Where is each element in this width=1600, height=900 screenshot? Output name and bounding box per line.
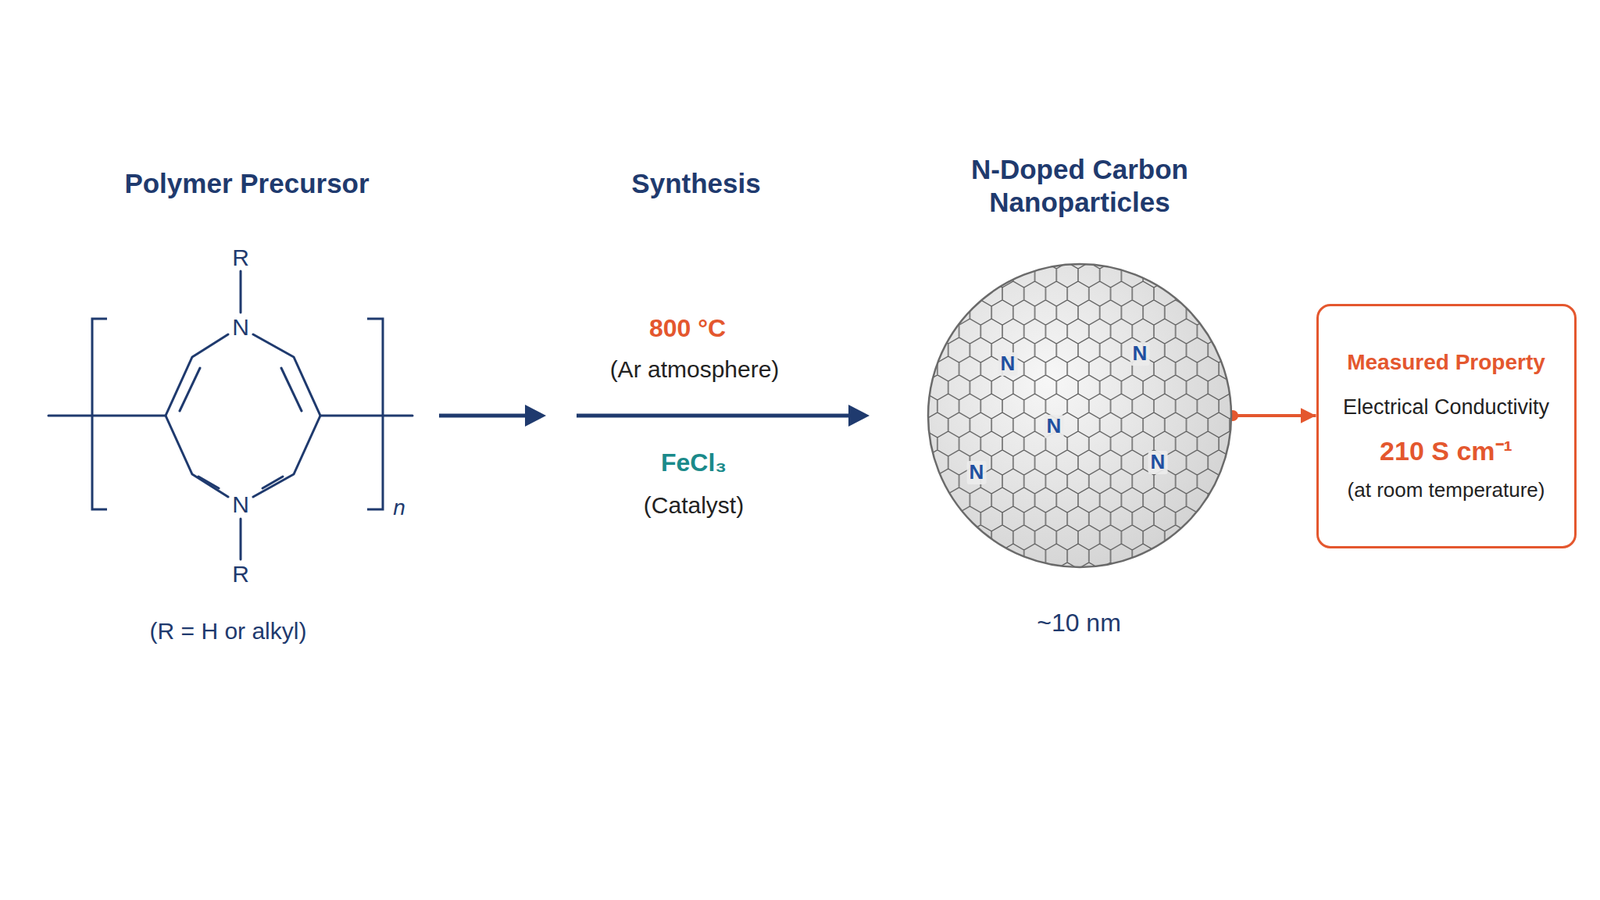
- nitrogen-label: N: [1044, 414, 1065, 439]
- repeat-index: n: [392, 495, 406, 521]
- ring-bond: [165, 334, 229, 497]
- nitrogen-label: N: [967, 460, 987, 485]
- nanoparticle-sphere: N-Doped Carbon Nanoparticles: [926, 262, 1233, 569]
- repeat-index: n: [392, 495, 406, 521]
- double-bond: [198, 476, 219, 489]
- sphere-fill: [928, 264, 1232, 568]
- property-name: Electrical Conductivity: [1342, 394, 1550, 420]
- nitrogen-label: N: [1130, 342, 1150, 366]
- double-bond: [179, 367, 200, 411]
- property-box: Measured PropertyElectrical Conductivity…: [1316, 303, 1577, 549]
- dimension-label: ~10 nm: [1036, 608, 1122, 638]
- substituent-note: (R = H or alkyl): [150, 617, 308, 646]
- nitrogen-label: N: [1044, 414, 1065, 439]
- condition-note: (Catalyst): [643, 492, 744, 520]
- nitrogen-label: N: [998, 352, 1018, 376]
- substituent-label: R: [232, 560, 250, 589]
- column-heading: Synthesis: [631, 167, 761, 200]
- chain-bond: [320, 414, 413, 418]
- substituent-label: R: [232, 244, 250, 272]
- temperature-label: 800 °C: [649, 314, 726, 343]
- nitrogen-label: N: [967, 460, 987, 485]
- catalyst-label: FeCl₃: [660, 448, 727, 478]
- repeat-bracket: [367, 318, 383, 510]
- condition-note: (Catalyst): [643, 492, 744, 520]
- substituent-label: R: [232, 244, 250, 272]
- substituent-note: (R = H or alkyl): [150, 617, 308, 646]
- dimension-label: ~10 nm: [1036, 608, 1122, 638]
- atom-label: N: [232, 491, 250, 519]
- nitrogen-label: N: [998, 352, 1018, 376]
- substituent-bond: [239, 518, 243, 560]
- arrow-head: [525, 404, 547, 427]
- nitrogen-label: N: [1148, 450, 1168, 475]
- substituent-label: R: [232, 560, 250, 589]
- column-heading: Polymer Precursor: [124, 167, 369, 200]
- arrow-shaft: [439, 414, 529, 418]
- reaction-arrow: [439, 404, 870, 427]
- nitrogen-label: N: [1148, 450, 1168, 475]
- measurement-arrow: [1232, 414, 1317, 418]
- substituent-bond: [239, 271, 243, 313]
- sphere-border: [928, 264, 1232, 568]
- catalyst-label: FeCl₃: [660, 448, 727, 478]
- atom-label: N: [232, 314, 250, 342]
- sphere-outline: [926, 262, 1233, 569]
- polymer-structure: [48, 271, 413, 560]
- nitrogen-label: N: [1130, 342, 1150, 366]
- temperature-label: 800 °C: [649, 314, 726, 343]
- repeat-bracket: [92, 318, 108, 510]
- column-heading: N-Doped Carbon Nanoparticles: [931, 153, 1229, 219]
- measurement-note: (at room temperature): [1347, 478, 1546, 503]
- atom-label: N: [232, 314, 250, 342]
- arrow-head: [848, 404, 870, 427]
- column-heading: Polymer Precursor: [124, 167, 369, 200]
- property-value: 210 S cm⁻¹: [1379, 435, 1513, 468]
- arrow-shaft: [576, 414, 852, 418]
- double-bond: [262, 476, 283, 489]
- condition-note: (Ar atmosphere): [610, 356, 780, 384]
- chain-bond: [48, 414, 166, 418]
- ring-bond: [253, 334, 321, 497]
- column-heading: Synthesis: [631, 167, 761, 200]
- atom-label: N: [232, 491, 250, 519]
- double-bond: [281, 367, 302, 411]
- graphene-lattice: [928, 264, 1232, 568]
- box-heading: Measured Property: [1346, 349, 1546, 376]
- condition-note: (Ar atmosphere): [610, 356, 780, 384]
